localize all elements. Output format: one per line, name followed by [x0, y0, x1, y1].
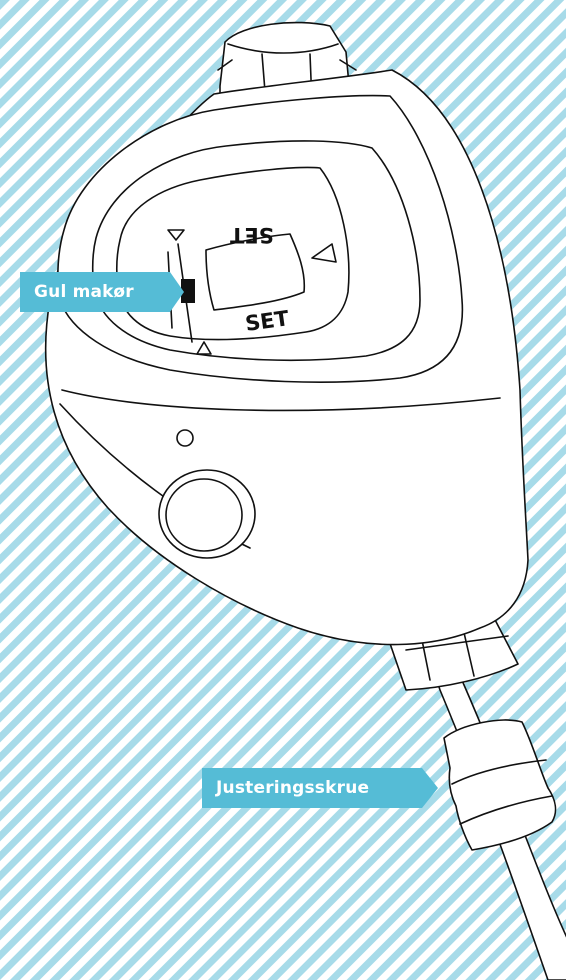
- callout-marker-body: Gul makør: [20, 272, 170, 312]
- callout-screw-pointer: [422, 768, 438, 808]
- label-set-top: SET: [229, 223, 273, 247]
- callout-screw: Justeringsskrue: [202, 768, 438, 808]
- callout-screw-body: Justeringsskrue: [202, 768, 422, 808]
- callout-screw-label: Justeringsskrue: [216, 778, 369, 798]
- callout-marker-label: Gul makør: [34, 282, 134, 302]
- callout-marker-pointer: [170, 272, 184, 312]
- indicator-led: [177, 430, 193, 446]
- set-button-face[interactable]: [166, 479, 242, 551]
- callout-marker: Gul makør: [20, 272, 184, 312]
